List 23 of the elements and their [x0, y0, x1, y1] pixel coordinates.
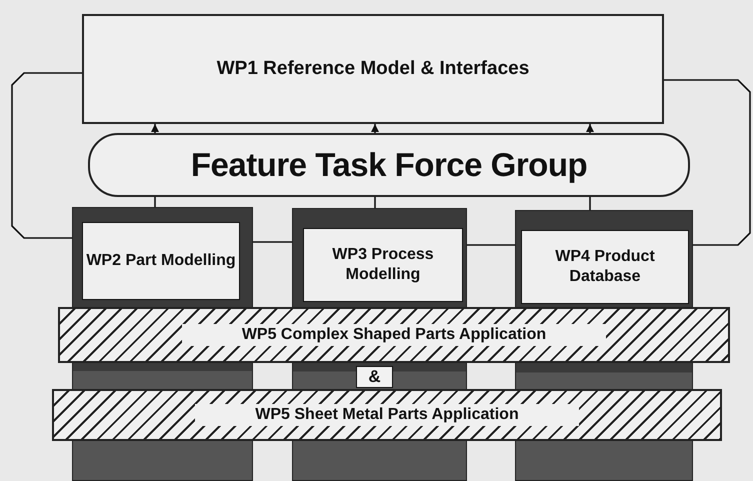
box-title: Feature Task Force Group — [190, 146, 588, 184]
arrow — [371, 124, 379, 133]
arrow — [586, 124, 594, 133]
connector-box — [356, 366, 393, 388]
connector-line — [664, 79, 751, 246]
box-title: WP1 Reference Model & Interfaces — [216, 58, 530, 80]
hatched-band — [52, 389, 722, 441]
connector-symbol: & — [368, 367, 381, 387]
connector-line — [374, 197, 376, 208]
connector-line — [11, 72, 82, 239]
box-label: WP5 Sheet Metal Parts Application — [195, 404, 579, 426]
box-label: WP4 Product Database — [554, 247, 656, 287]
connector-line — [467, 244, 515, 246]
arrow — [151, 124, 159, 133]
connector-line — [154, 197, 156, 207]
connector-line — [253, 241, 292, 243]
task-force-box — [88, 133, 690, 197]
connector-line — [589, 197, 591, 210]
box-label: WP3 Process Modelling — [331, 245, 435, 285]
box-label: WP5 Complex Shaped Parts Application — [182, 324, 606, 346]
hatched-band — [58, 307, 730, 363]
reference-model-box — [82, 14, 664, 124]
box-label: WP2 Part Modelling — [86, 251, 236, 271]
